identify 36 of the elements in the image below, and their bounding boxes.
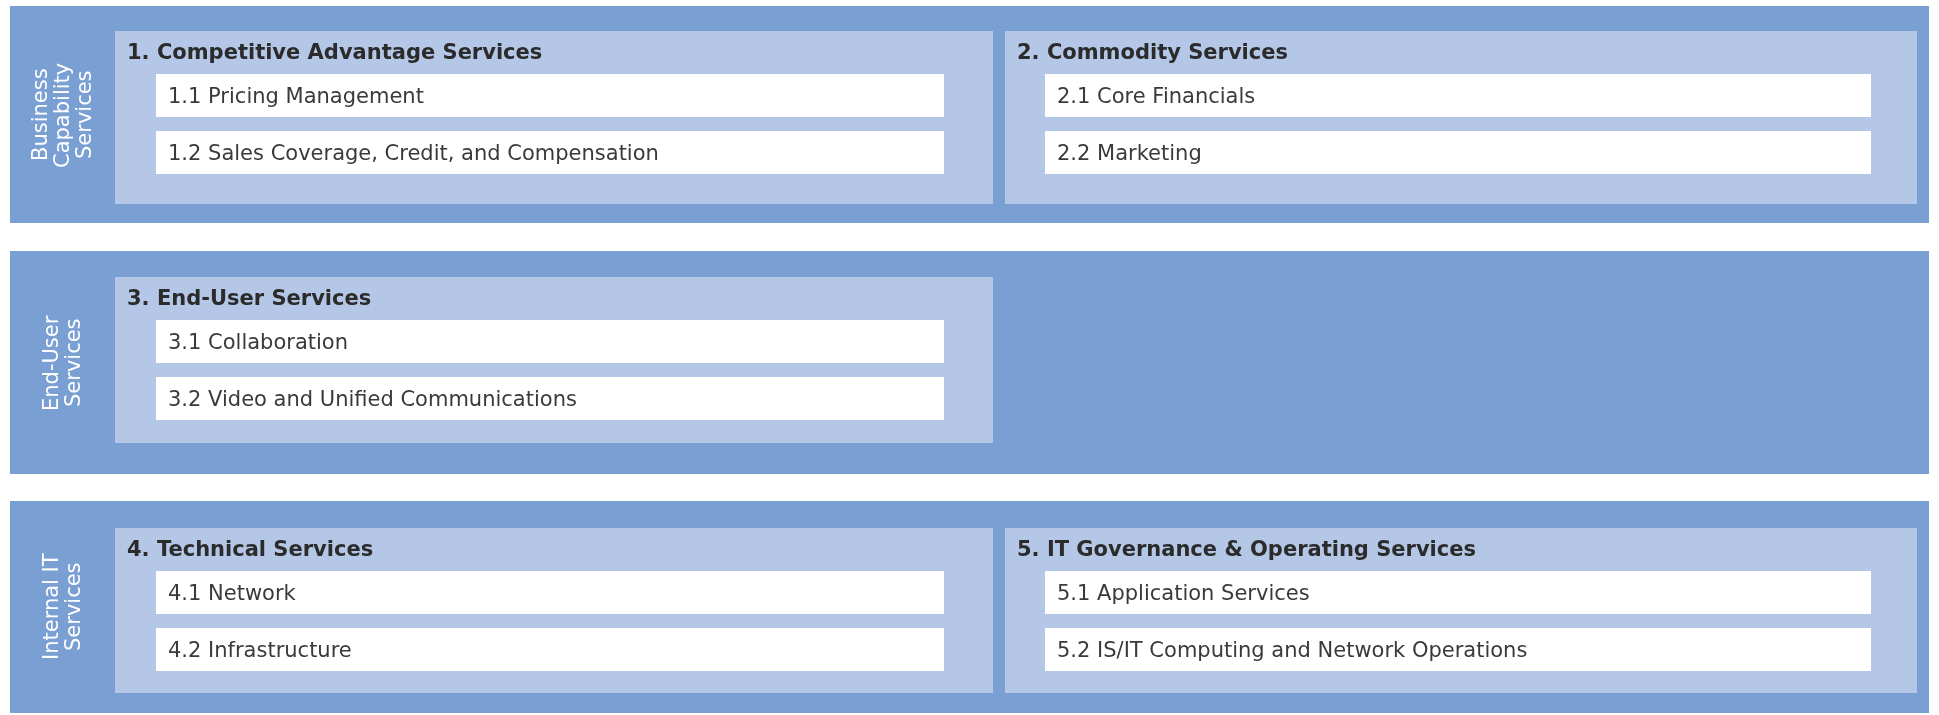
service-group-panel [115,31,993,204]
service-label: 1.1 Pricing Management [167,83,424,108]
service-box [1045,628,1871,671]
service-label: 5.2 IS/IT Computing and Network Operations [1056,637,1528,662]
group-heading: 2. Commodity Services [1017,40,1288,64]
service-label: 5.1 Application Services [1056,580,1310,605]
service-box [1045,571,1871,614]
service-group-panel [1005,528,1917,693]
service-box [156,377,944,420]
service-label: 4.2 Infrastructure [167,637,352,662]
service-box [1045,74,1871,117]
service-box [1045,131,1871,174]
service-label: 4.1 Network [167,580,296,605]
service-label: 3.2 Video and Unified Communications [167,386,577,411]
group-heading: 5. IT Governance & Operating Services [1017,537,1476,561]
category-band [10,501,1929,713]
category-band [10,6,1929,223]
service-group-panel [1005,31,1917,204]
band-label: Business Capability Services [29,60,96,170]
service-label: 2.1 Core Financials [1056,83,1256,108]
group-heading: 3. End-User Services [127,286,372,310]
service-box [156,74,944,117]
service-box [156,628,944,671]
band-label: End-User Services [40,313,85,413]
group-heading: 4. Technical Services [127,537,374,561]
service-box [156,571,944,614]
band-label: Internal IT Services [40,552,85,663]
service-box [156,131,944,174]
group-heading: 1. Competitive Advantage Services [127,40,543,64]
service-label: 2.2 Marketing [1056,140,1202,165]
service-group-panel [115,528,993,693]
service-box [156,320,944,363]
service-label: 1.2 Sales Coverage, Credit, and Compensation [167,140,659,165]
category-band [10,251,1929,474]
service-group-panel [115,277,993,443]
service-label: 3.1 Collaboration [167,329,349,354]
